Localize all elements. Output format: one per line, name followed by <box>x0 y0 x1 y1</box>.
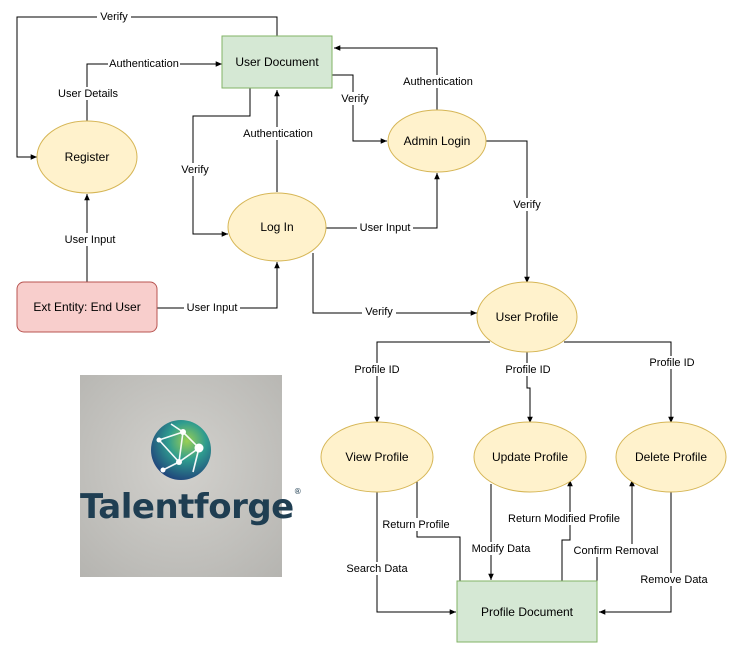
edge-labels: Verify Authentication User Details User … <box>57 10 710 586</box>
edge-user-input-admin <box>326 173 440 229</box>
label-user-details: User Details <box>58 88 118 100</box>
edge-profile-id-view <box>374 341 490 423</box>
edge-search-data <box>376 491 456 615</box>
globe-network-icon <box>151 420 211 480</box>
node-log-in-label: Log In <box>260 220 293 234</box>
edge-profile-id-update <box>526 352 533 423</box>
node-user-document-label: User Document <box>235 55 319 69</box>
edge-profile-id-delete <box>564 341 674 423</box>
label-verify-admin-profile: Verify <box>513 199 541 211</box>
label-profile-id-update: Profile ID <box>505 364 550 376</box>
label-verify-top: Verify <box>100 11 128 23</box>
label-modify-data: Modify Data <box>472 543 532 555</box>
edge-verify-login-profile <box>312 253 477 316</box>
logo-wordmark: Talentforge® <box>80 487 302 527</box>
label-profile-id-view: Profile ID <box>354 364 399 376</box>
edge-verify-doc-admin <box>332 74 387 144</box>
node-profile-document-label: Profile Document <box>481 605 574 619</box>
label-profile-id-delete: Profile ID <box>649 357 694 369</box>
label-confirm-removal: Confirm Removal <box>574 545 659 557</box>
node-profile-document[interactable]: Profile Document <box>456 580 598 643</box>
label-authentication-admin: Authentication <box>403 76 473 88</box>
label-return-profile: Return Profile <box>382 519 449 531</box>
node-ext-entity[interactable]: Ext Entity: End User <box>16 281 158 333</box>
node-register[interactable]: Register <box>36 120 138 194</box>
logo-name: Talentforge <box>80 487 294 527</box>
node-view-profile[interactable]: View Profile <box>320 421 434 493</box>
label-verify-login-profile: Verify <box>365 306 393 318</box>
edge-remove-data <box>599 491 672 615</box>
node-user-profile[interactable]: User Profile <box>476 281 578 353</box>
edge-return-profile <box>414 473 461 581</box>
node-admin-login[interactable]: Admin Login <box>387 109 487 173</box>
label-authentication-login: Authentication <box>243 128 313 140</box>
node-log-in[interactable]: Log In <box>227 192 327 262</box>
label-verify-doc-admin: Verify <box>341 93 369 105</box>
node-admin-login-label: Admin Login <box>404 134 471 148</box>
node-register-label: Register <box>65 150 110 164</box>
edge-verify-doc-register <box>16 16 278 160</box>
node-update-profile[interactable]: Update Profile <box>473 421 587 493</box>
logo-registered-mark: ® <box>293 487 302 496</box>
label-return-modified-profile: Return Modified Profile <box>508 513 620 525</box>
label-user-input-register: User Input <box>65 234 116 246</box>
node-ext-entity-label: Ext Entity: End User <box>33 300 140 314</box>
edge-return-modified <box>561 480 573 581</box>
node-view-profile-label: View Profile <box>345 450 408 464</box>
label-user-input-admin: User Input <box>360 222 411 234</box>
talentforge-logo: Talentforge® <box>80 375 302 577</box>
label-remove-data: Remove Data <box>640 574 708 586</box>
label-user-input-login: User Input <box>187 302 238 314</box>
node-user-profile-label: User Profile <box>496 310 559 324</box>
edge-admin-authentication <box>334 45 438 110</box>
node-update-profile-label: Update Profile <box>492 450 568 464</box>
label-search-data: Search Data <box>346 563 408 575</box>
label-verify-doc-login: Verify <box>181 164 209 176</box>
label-authentication-register: Authentication <box>109 58 179 70</box>
node-delete-profile-label: Delete Profile <box>635 450 707 464</box>
edge-verify-doc-login <box>192 88 251 237</box>
edge-confirm-removal <box>596 480 635 581</box>
edge-verify-admin-profile <box>486 140 530 283</box>
node-user-document[interactable]: User Document <box>221 35 333 89</box>
node-delete-profile[interactable]: Delete Profile <box>615 421 727 493</box>
